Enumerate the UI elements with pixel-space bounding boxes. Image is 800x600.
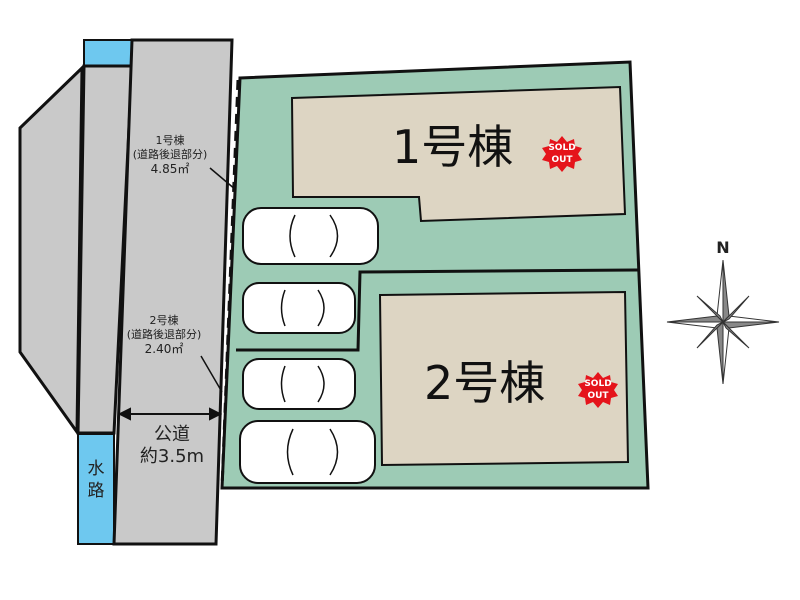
neighbor-land	[18, 64, 84, 437]
road-width: 約3.5m	[139, 446, 205, 467]
setback-1-note: (道路後退部分)	[132, 148, 208, 161]
compass-icon	[666, 259, 780, 385]
sold-out-badge-1: SOLD OUT	[542, 134, 582, 174]
building-2-label: 2号棟	[424, 356, 546, 410]
waterway-top	[83, 39, 133, 67]
sold-out-badge-2: SOLD OUT	[578, 370, 618, 410]
sold-out-text: OUT	[551, 155, 573, 165]
car	[242, 207, 379, 265]
sold-out-text: SOLD	[584, 379, 612, 389]
setback-1-title: 1号棟	[155, 134, 185, 147]
sold-out-text: SOLD	[548, 143, 576, 153]
waterway-label: 水路	[87, 459, 105, 501]
lot-divider	[236, 268, 639, 352]
building-1	[290, 85, 627, 223]
road-label: 公道 約3.5m	[122, 424, 222, 468]
building-2	[378, 290, 630, 467]
road-name: 公道	[154, 424, 190, 445]
building-1-label: 1号棟	[392, 120, 514, 174]
setback-2-note: (道路後退部分)	[126, 328, 202, 341]
car	[239, 420, 376, 484]
car	[242, 358, 356, 410]
sold-out-badge-1-shape	[542, 136, 582, 172]
leader-line	[209, 167, 237, 191]
setback-1-area: 4.85㎡	[150, 162, 190, 176]
public-road	[112, 38, 234, 546]
setback-2-title: 2号棟	[149, 314, 179, 327]
setback-line	[220, 79, 240, 489]
car	[242, 282, 356, 334]
waterway-bottom	[77, 433, 115, 545]
leader-line	[200, 355, 223, 393]
compass-north-label: N	[716, 238, 730, 257]
parking-cars	[239, 207, 379, 484]
road-width-arrow	[117, 407, 223, 421]
setback-2-area: 2.40㎡	[144, 342, 184, 356]
sold-out-badge-2-shape	[578, 372, 618, 408]
setback-2-label: 2号棟 (道路後退部分) 2.40㎡	[124, 314, 204, 356]
sold-out-text: OUT	[587, 391, 609, 401]
setback-1-label: 1号棟 (道路後退部分) 4.85㎡	[130, 134, 210, 176]
